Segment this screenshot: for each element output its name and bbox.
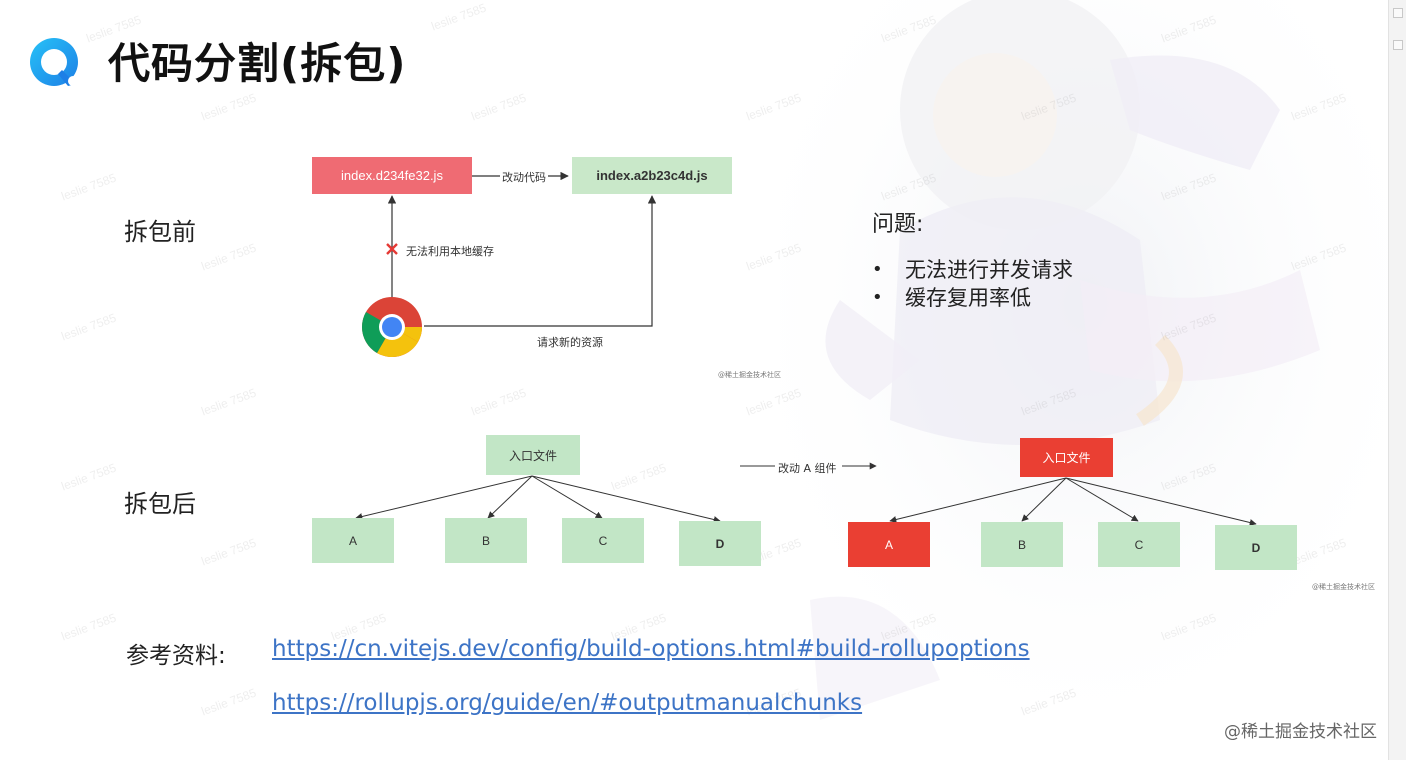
chunk-c-box: C [562, 518, 644, 563]
chunk-b-box: B [981, 522, 1063, 567]
after-split-label: 拆包后 [124, 490, 196, 518]
strip-marker [1393, 40, 1403, 50]
problems-title: 问题: [872, 212, 924, 237]
cross-icon [386, 243, 398, 255]
change-component-label: 改动 A 组件 [778, 462, 837, 475]
diagram-watermark: @稀土掘金技术社区 [718, 371, 781, 379]
q-logo-icon [30, 38, 78, 86]
page-title: 代码分割(拆包) [108, 39, 407, 88]
vite-docs-link[interactable]: https://cn.vitejs.dev/config/build-optio… [272, 636, 1030, 662]
problem-item: 无法进行并发请求 [872, 256, 1073, 284]
astronaut-background-illustration [780, 0, 1388, 760]
changed-entry-file-box: 入口文件 [1020, 438, 1113, 477]
changed-chunk-a-box: A [848, 522, 930, 567]
entry-file-box: 入口文件 [486, 435, 580, 475]
strip-marker [1393, 8, 1403, 18]
side-scroll-strip[interactable] [1388, 0, 1406, 760]
change-code-label: 改动代码 [500, 169, 548, 185]
chunk-c-box: C [1098, 522, 1180, 567]
chunk-a-box: A [312, 518, 394, 563]
new-bundle-file-box: index.a2b23c4d.js [572, 157, 732, 194]
chunk-d-box: D [1215, 525, 1297, 570]
before-split-label: 拆包前 [124, 218, 196, 246]
problems-list: 无法进行并发请求 缓存复用率低 [872, 256, 1073, 312]
site-credit: @稀土掘金技术社区 [1224, 722, 1377, 742]
cache-fail-label: 无法利用本地缓存 [406, 245, 494, 258]
rollup-docs-link[interactable]: https://rollupjs.org/guide/en/#outputman… [272, 690, 863, 716]
chrome-browser-icon [361, 297, 423, 358]
diagram-watermark: @稀土掘金技术社区 [1312, 583, 1375, 591]
problem-item: 缓存复用率低 [872, 284, 1073, 312]
request-new-resource-label: 请求新的资源 [537, 336, 603, 349]
references-label: 参考资料: [126, 643, 226, 669]
chunk-b-box: B [445, 518, 527, 563]
chunk-d-box: D [679, 521, 761, 566]
old-bundle-file-box: index.d234fe32.js [312, 157, 472, 194]
